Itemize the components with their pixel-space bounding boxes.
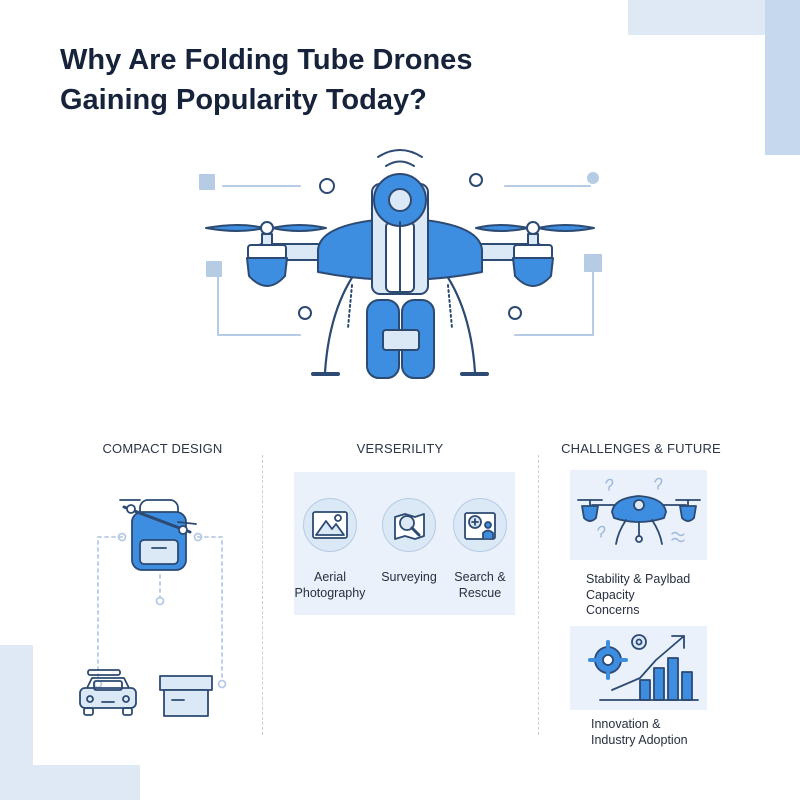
folding-tube-drone-illustration (199, 149, 602, 379)
compact-design-diagram (79, 499, 227, 717)
mountain-icon (303, 498, 357, 552)
challenge-text-innovation: Innovation & Industry Adoption (591, 717, 688, 748)
page-title: Why Are Folding Tube Drones Gaining Popu… (60, 40, 472, 120)
challenges-illustrations (577, 477, 701, 701)
rescue-person-icon (453, 498, 507, 552)
use-case-label-line: Surveying (381, 570, 437, 584)
car-icon (79, 669, 137, 716)
box-icon (159, 675, 213, 717)
title-line-2: Gaining Popularity Today? (60, 84, 427, 116)
use-case-label-line: Rescue (458, 586, 502, 600)
use-case-surveying: Surveying (369, 498, 449, 585)
use-case-search-rescue: Search & Rescue (440, 498, 520, 601)
challenge-text-stability: Stability & Paylbad Capacity Concerns (586, 572, 690, 619)
gears-growth-chart-icon (588, 634, 699, 701)
use-case-aerial-photography: Aerial Photography (290, 498, 370, 601)
challenge-text-line: Capacity (586, 587, 635, 602)
title-line-1: Why Are Folding Tube Drones (60, 44, 473, 76)
heading-challenges-future: CHALLENGES & FUTURE (561, 441, 721, 456)
magnifier-map-icon (382, 498, 436, 552)
use-case-label-line: Aerial (314, 570, 346, 584)
challenge-text-line: Industry Adoption (591, 732, 688, 747)
use-case-label-line: Search & (454, 570, 506, 584)
signal-icon (377, 149, 423, 167)
heading-versatility: VERSERILITY (356, 441, 444, 456)
challenge-text-line: Stability & Paylbad (586, 572, 691, 586)
challenge-text-line: Innovation & (591, 717, 661, 731)
corner-decoration-top-right-strip (765, 0, 800, 155)
column-divider-right (538, 455, 539, 735)
heading-compact-design: COMPACT DESIGN (102, 441, 223, 456)
challenge-text-line: Concerns (586, 603, 640, 617)
drone-question-icon (577, 477, 701, 545)
corner-decoration-bottom-left-base (0, 765, 140, 800)
backpack-with-drone-icon (119, 499, 197, 571)
use-case-label-line: Photography (294, 586, 366, 600)
column-divider-left (262, 455, 263, 735)
